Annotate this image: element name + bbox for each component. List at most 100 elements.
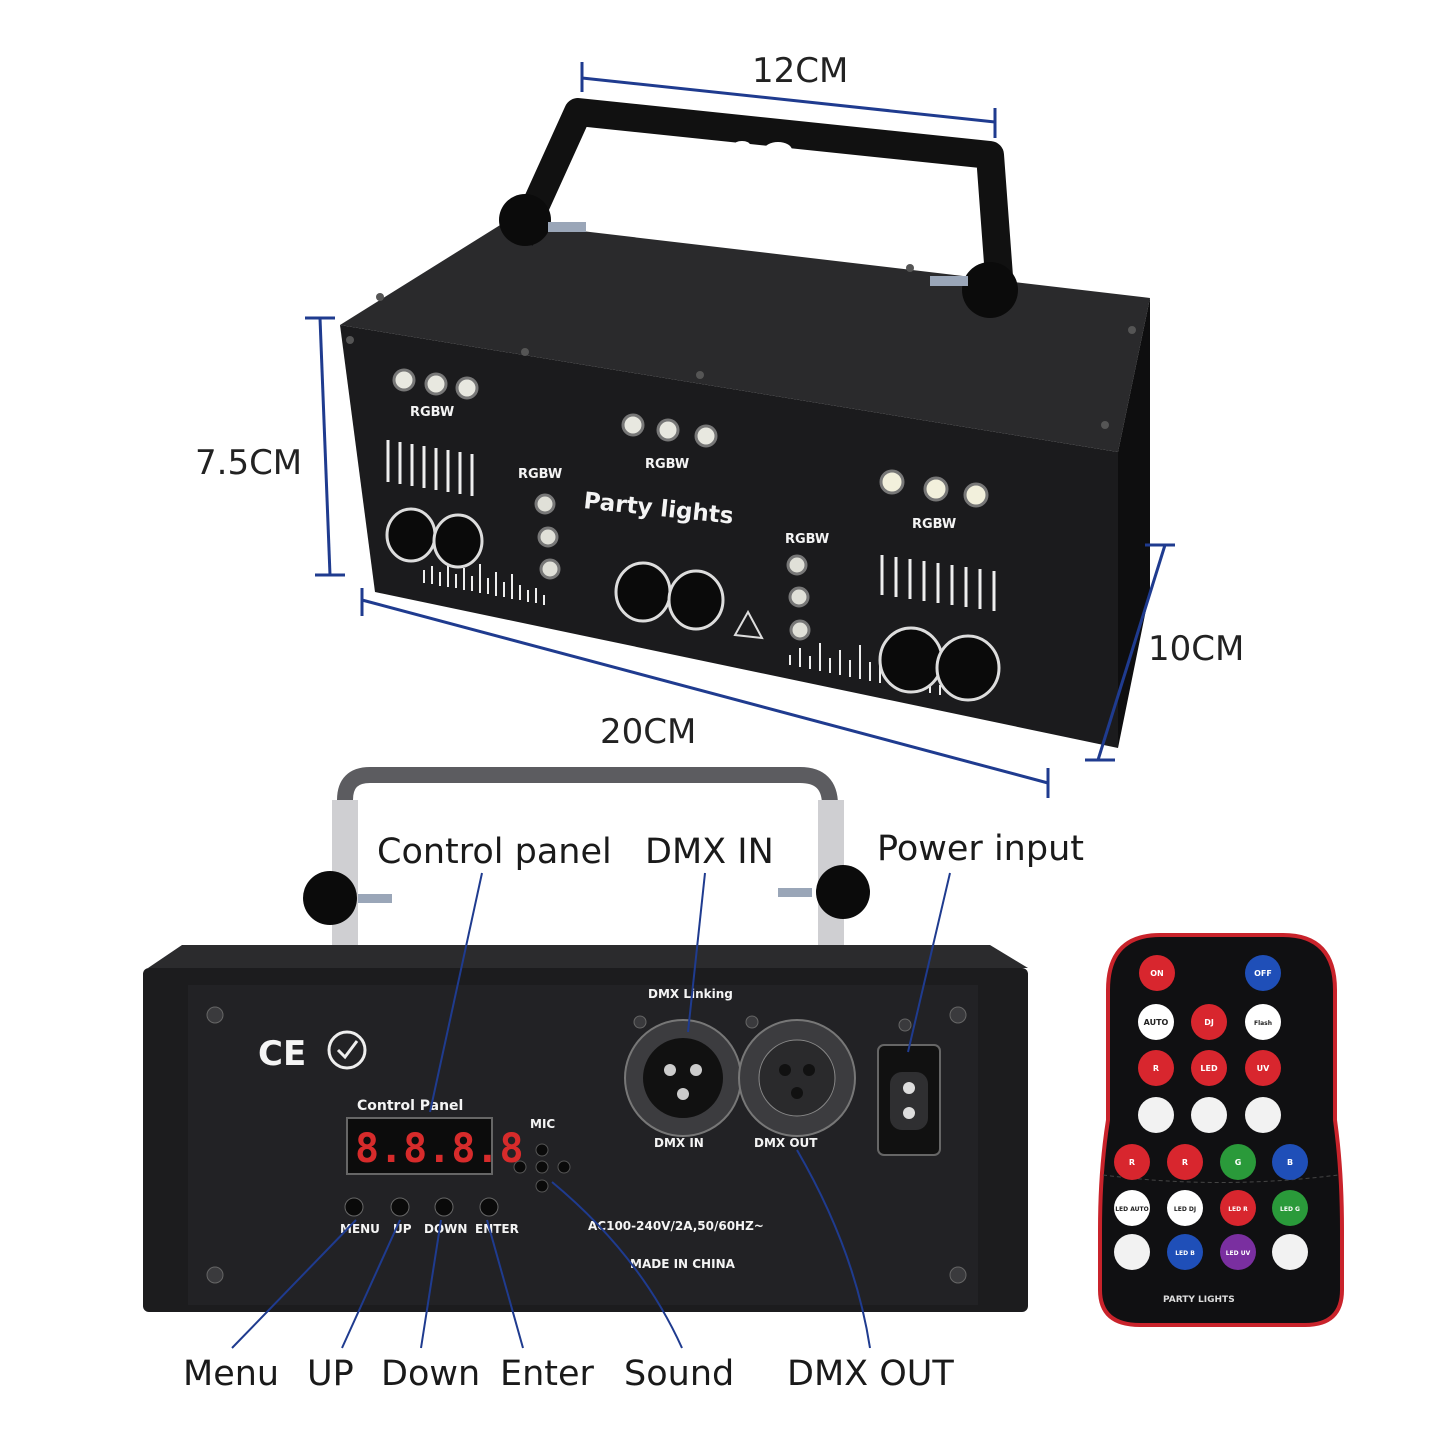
callout-up: UP — [307, 1354, 354, 1394]
remote-button[interactable]: R — [1138, 1050, 1174, 1086]
remote-button-label: LED AUTO — [1115, 1206, 1149, 1213]
callout-power-input: Power input — [877, 829, 1084, 869]
remote-button-face[interactable] — [1245, 1004, 1281, 1040]
screw — [745, 1015, 759, 1029]
dmx-in-connector[interactable] — [624, 1019, 742, 1137]
remote-brand: PARTY LIGHTS — [1163, 1295, 1235, 1305]
dimension-depth: 10CM — [1148, 629, 1244, 669]
callout-dmx-in: DMX IN — [645, 832, 774, 872]
dimension-height: 7.5CM — [195, 443, 302, 483]
led-cluster-2: RGBW — [621, 413, 718, 472]
dim-line-length — [361, 598, 1049, 785]
remote-button[interactable] — [1245, 1097, 1281, 1133]
remote-button[interactable]: LED — [1191, 1050, 1227, 1086]
handle-hole — [817, 154, 835, 162]
remote-button[interactable]: LED AUTO — [1114, 1190, 1150, 1226]
remote-button-face[interactable] — [1167, 1234, 1203, 1270]
remote-button-face[interactable] — [1191, 1050, 1227, 1086]
remote-button[interactable]: LED B — [1167, 1234, 1203, 1270]
screw — [376, 293, 384, 301]
knob-right — [962, 262, 1018, 318]
dmx-out-connector[interactable] — [738, 1019, 856, 1137]
fader-graphic-left — [386, 440, 474, 496]
remote-button-face[interactable] — [1167, 1144, 1203, 1180]
remote-button-label: DJ — [1204, 1018, 1214, 1027]
remote-button[interactable]: B — [1272, 1144, 1308, 1180]
led-column-2: RGBW — [785, 532, 829, 641]
remote-button[interactable]: LED R — [1220, 1190, 1256, 1226]
control-buttons: MENU UP DOWN ENTER — [340, 1197, 519, 1236]
bolt — [778, 888, 812, 897]
remote-button[interactable] — [1272, 1234, 1308, 1270]
remote-button[interactable]: ON — [1139, 955, 1175, 991]
remote-button-face[interactable] — [1272, 1144, 1308, 1180]
front-view-unit: RGBW RGBW RGBW RGBW RGBW Party lights — [340, 98, 1150, 748]
remote-button[interactable]: AUTO — [1138, 1004, 1174, 1040]
led-cluster-1: RGBW — [392, 368, 479, 420]
remote-button-label: OFF — [1254, 969, 1272, 978]
remote-button-label: ON — [1150, 969, 1164, 978]
remote-button-label: R — [1153, 1064, 1159, 1073]
up-button[interactable] — [390, 1197, 410, 1217]
remote-button-face[interactable] — [1220, 1144, 1256, 1180]
rear-view-unit: CE Control Panel 8.8.8.8 MENU UP DOWN EN… — [143, 767, 1028, 1312]
remote-button[interactable]: OFF — [1245, 955, 1281, 991]
remote-button-label: LED UV — [1226, 1250, 1251, 1257]
remote-button-face[interactable] — [1220, 1190, 1256, 1226]
remote-button-face[interactable] — [1191, 1004, 1227, 1040]
dmx-linking-label: DMX Linking — [648, 987, 733, 1001]
led-cluster-3: RGBW — [879, 469, 989, 532]
remote-button[interactable]: LED G — [1272, 1190, 1308, 1226]
rgbw-label: RGBW — [645, 457, 689, 472]
fader-graphic-right — [880, 555, 996, 611]
screw — [696, 371, 704, 379]
down-button-label: DOWN — [424, 1222, 467, 1236]
screw — [1128, 326, 1136, 334]
rear-plate — [188, 985, 978, 1305]
remote-button[interactable] — [1138, 1097, 1174, 1133]
remote-button[interactable]: R — [1114, 1144, 1150, 1180]
remote-button-face[interactable] — [1114, 1190, 1150, 1226]
remote-button[interactable] — [1191, 1097, 1227, 1133]
remote-button-label: Flash — [1254, 1020, 1272, 1027]
led-display — [346, 1117, 493, 1175]
power-input-socket[interactable] — [877, 1044, 941, 1156]
remote-button-face[interactable] — [1245, 955, 1281, 991]
remote-button[interactable]: UV — [1245, 1050, 1281, 1086]
remote-button-face[interactable] — [1245, 1050, 1281, 1086]
certification-icon — [327, 1030, 367, 1070]
callout-control-panel: Control panel — [377, 832, 612, 872]
remote-button-face[interactable] — [1114, 1144, 1150, 1180]
rgbw-label: RGBW — [518, 467, 562, 482]
remote-button-label: G — [1235, 1158, 1242, 1167]
remote-button[interactable]: G — [1220, 1144, 1256, 1180]
dimension-top-width: 12CM — [752, 51, 848, 91]
dim-line-depth — [1096, 544, 1167, 761]
knob-left — [303, 871, 357, 925]
remote-button-face[interactable] — [1220, 1234, 1256, 1270]
remote-button-face[interactable] — [1272, 1190, 1308, 1226]
remote-button-face[interactable] — [1167, 1190, 1203, 1226]
remote-button[interactable]: R — [1167, 1144, 1203, 1180]
remote-button[interactable]: Flash — [1245, 1004, 1281, 1040]
remote-button[interactable]: DJ — [1191, 1004, 1227, 1040]
menu-button[interactable] — [344, 1197, 364, 1217]
laser-warning-icon — [733, 609, 764, 640]
remote-button-face[interactable] — [1138, 1050, 1174, 1086]
dmx-out-label: DMX OUT — [754, 1136, 818, 1150]
remote-button-face[interactable] — [1139, 955, 1175, 991]
remote-button[interactable] — [1114, 1234, 1150, 1270]
remote-button[interactable]: LED UV — [1220, 1234, 1256, 1270]
made-in-label: MADE IN CHINA — [630, 1257, 736, 1271]
remote-button-label: UV — [1257, 1064, 1270, 1073]
remote-button-label: R — [1129, 1158, 1135, 1167]
rear-handle — [337, 767, 838, 950]
dimension-length: 20CM — [600, 712, 696, 752]
down-button[interactable] — [434, 1197, 454, 1217]
remote-button[interactable]: LED DJ — [1167, 1190, 1203, 1226]
remote-button-face[interactable] — [1138, 1004, 1174, 1040]
enter-button[interactable] — [479, 1197, 499, 1217]
callout-enter: Enter — [500, 1354, 595, 1394]
